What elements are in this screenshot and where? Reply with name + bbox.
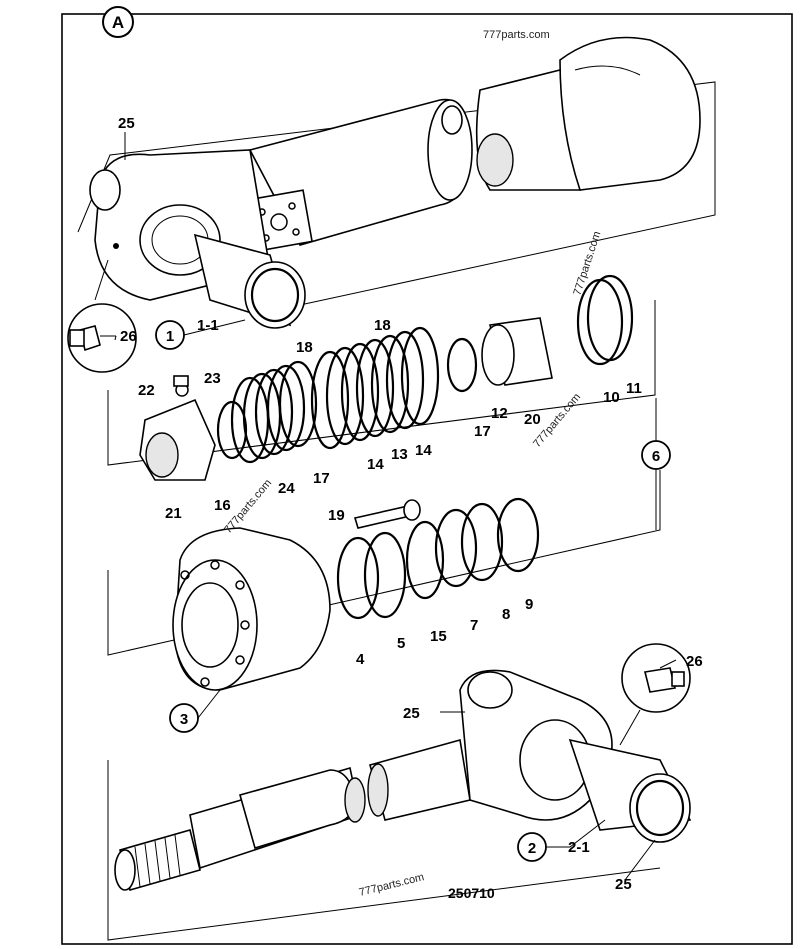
label-1-1: 1-1 [197, 317, 219, 334]
label-17-left: 17 [313, 470, 330, 487]
label-26-top: 26 [120, 328, 137, 345]
svg-text:3: 3 [180, 711, 188, 728]
label-13: 13 [391, 446, 408, 463]
label-10: 10 [603, 389, 620, 406]
watermark-top: 777parts.com [483, 29, 550, 41]
label-25-top: 25 [118, 115, 135, 132]
grease-nipple-detail-lower [619, 643, 691, 746]
svg-text:1: 1 [166, 328, 174, 345]
cylinder-barrel [77, 36, 716, 329]
callout-circle-2: 2 [517, 832, 547, 862]
svg-text:6: 6 [652, 448, 660, 465]
piston-rod [107, 669, 692, 941]
drawing-frame [61, 13, 793, 945]
callout-circle-3: 3 [169, 703, 199, 733]
label-18-left: 18 [296, 339, 313, 356]
watermark-bottom: 777parts.com [358, 871, 426, 899]
label-8: 8 [502, 606, 510, 623]
label-21: 21 [165, 505, 182, 522]
label-22: 22 [138, 382, 155, 399]
label-2-1: 2-1 [568, 839, 590, 856]
label-7: 7 [470, 617, 478, 634]
label-17-right: 17 [474, 423, 491, 440]
piston-assembly [107, 470, 661, 691]
label-15: 15 [430, 628, 447, 645]
label-25-middle: 25 [403, 705, 420, 722]
label-25-bottom: 25 [615, 876, 632, 893]
svg-text:2: 2 [528, 840, 536, 857]
callout-circle-6: 6 [641, 440, 671, 470]
label-9: 9 [525, 596, 533, 613]
drawing-number: 250710 [448, 885, 495, 901]
label-18-right: 18 [374, 317, 391, 334]
leader-lines [114, 132, 657, 881]
spring-seals [310, 326, 440, 450]
label-14-left: 14 [367, 456, 384, 473]
callout-circle-1: 1 [155, 320, 185, 350]
label-20: 20 [524, 411, 541, 428]
label-16: 16 [214, 497, 231, 514]
label-23: 23 [204, 370, 221, 387]
label-19: 19 [328, 507, 345, 524]
label-11: 11 [626, 380, 642, 397]
section-marker: A [112, 13, 124, 32]
label-24: 24 [278, 480, 295, 497]
section-marker-circle [102, 6, 134, 38]
gland-assembly [107, 274, 656, 481]
label-12: 12 [491, 405, 508, 422]
grease-nipple-detail-upper [67, 259, 137, 373]
label-26-bottom: 26 [686, 653, 703, 670]
label-4: 4 [356, 651, 365, 668]
label-5: 5 [397, 635, 405, 652]
seal-stack [230, 360, 318, 464]
label-14-right: 14 [415, 442, 432, 459]
